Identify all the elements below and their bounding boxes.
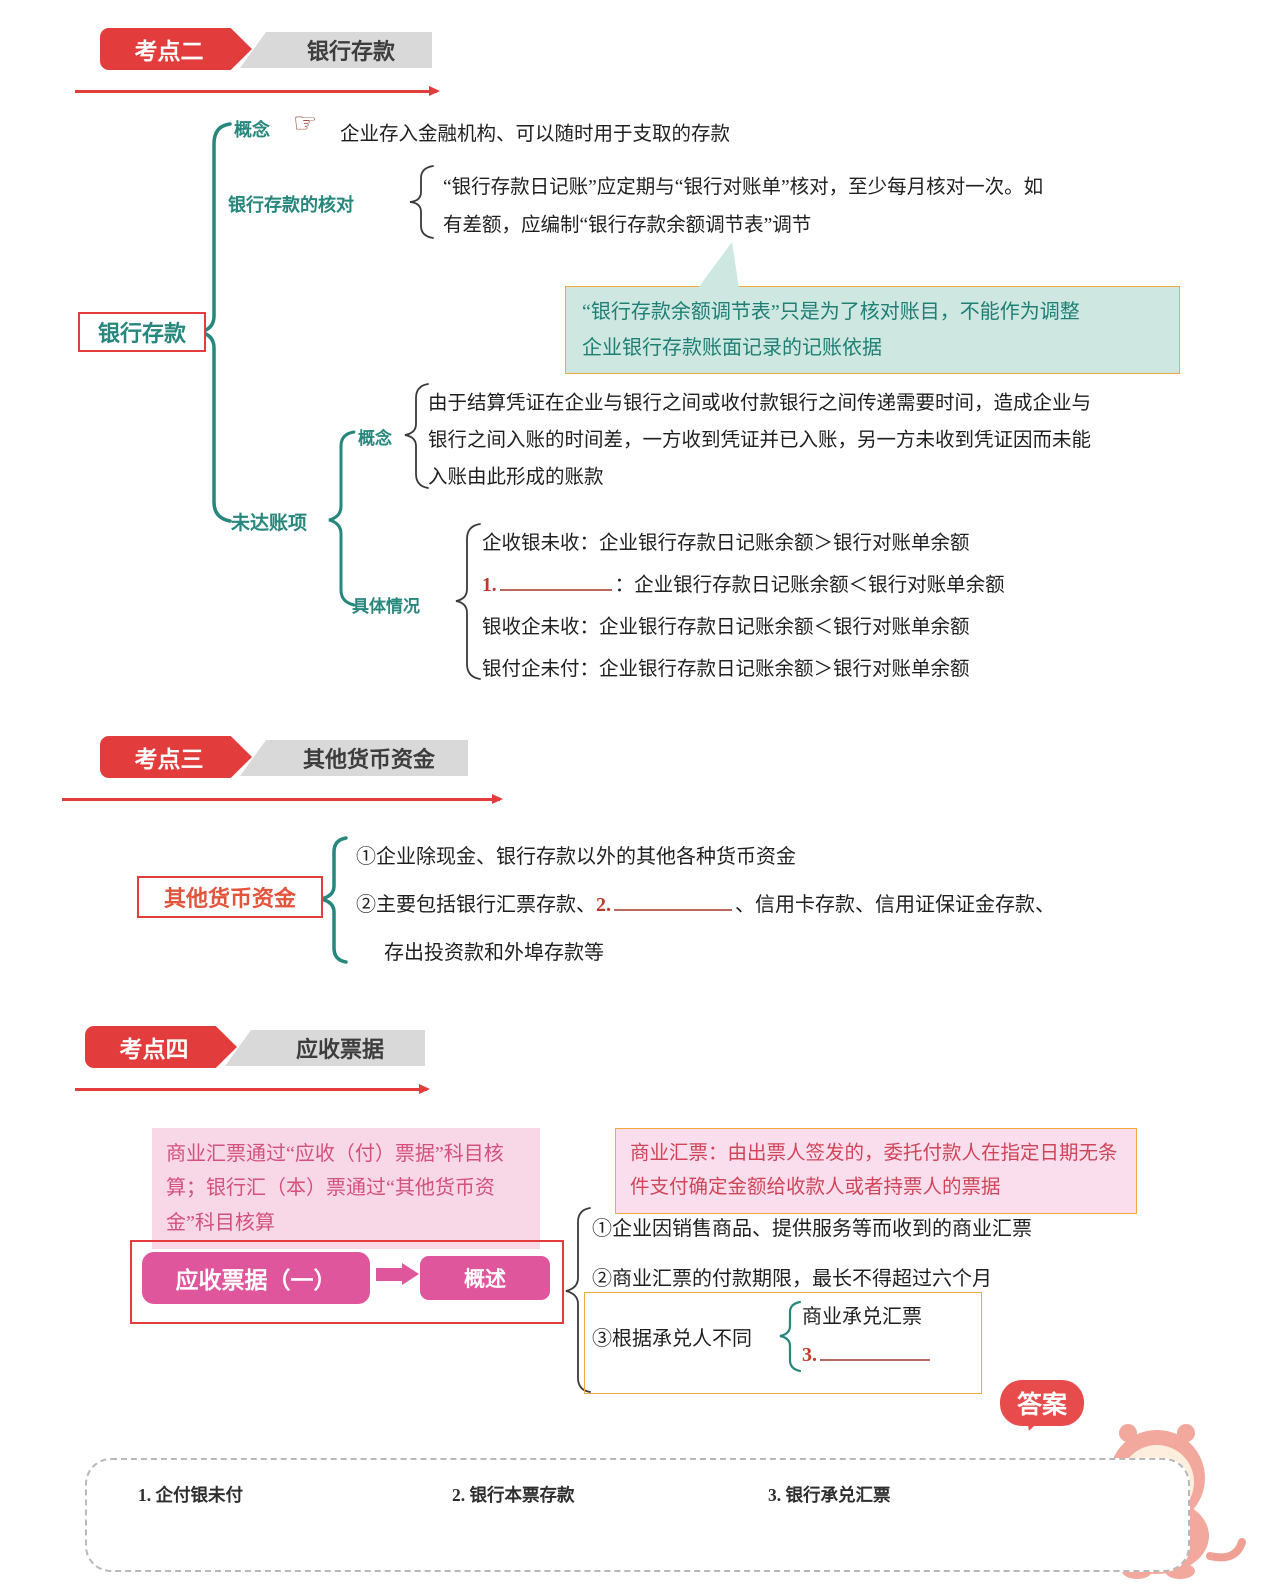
- section2-badge: 考点二: [100, 28, 252, 70]
- answer-3: 3. 银行承兑汇票: [768, 1485, 891, 1505]
- acceptor-item-1: 商业承兑汇票: [802, 1306, 922, 1328]
- case-row-1: 企收银未收：企业银行存款日记账余额＞银行对账单余额: [482, 533, 970, 554]
- accounting-subject-note: 商业汇票通过“应收（付）票据”科目核算；银行汇（本）票通过“其他货币资金”科目核…: [152, 1128, 540, 1250]
- section3-underline: [62, 794, 503, 803]
- branch-check-label: 银行存款的核对: [228, 195, 354, 215]
- nr-item-3: ③根据承兑人不同: [592, 1328, 752, 1350]
- omf-item-2-line2: 存出投资款和外埠存款等: [384, 942, 604, 964]
- omf-item-2: ②主要包括银行汇票存款、2. 、信用卡存款、信用证保证金存款、: [356, 888, 1055, 917]
- section2-title-tab: 银行存款: [240, 32, 432, 68]
- acceptor-item-2: 3.: [802, 1344, 933, 1367]
- blank-number-1: 1.: [482, 575, 497, 596]
- branch-outstanding-label: 未达账项: [231, 513, 308, 534]
- acceptor-group-box: [584, 1292, 982, 1394]
- section2-header: 银行存款 考点二: [100, 28, 435, 70]
- answers-box: [85, 1458, 1190, 1572]
- omf-item2-pre: ②主要包括银行汇票存款、: [356, 894, 596, 916]
- node-overview: 概述: [420, 1256, 550, 1300]
- answer-2: 2. 银行本票存款: [452, 1485, 575, 1505]
- section3-header: 其他货币资金 考点三: [100, 736, 470, 778]
- branch-concept-label: 概念: [234, 120, 270, 140]
- node-notes-receivable: 应收票据（一）: [142, 1252, 370, 1304]
- section3-badge: 考点三: [100, 736, 252, 778]
- note-line2: 企业银行存款账面记录的记账依据: [582, 337, 882, 359]
- outstanding-concept-label: 概念: [358, 429, 392, 448]
- concept-text: 企业存入金融机构、可以随时用于支取的存款: [340, 124, 731, 145]
- omf-item2-post: 、信用卡存款、信用证保证金存款、: [735, 894, 1055, 916]
- fill-blank-3: [820, 1345, 930, 1361]
- section4-header: 应收票据 考点四: [85, 1026, 430, 1068]
- section4-underline: [75, 1084, 430, 1093]
- case-row-3: 银收企未收：企业银行存款日记账余额＜银行对账单余额: [482, 617, 970, 638]
- nr-item-2: ②商业汇票的付款期限，最长不得超过六个月: [592, 1268, 992, 1290]
- section2-title: 银行存款: [306, 39, 395, 64]
- section4-title-tab: 应收票据: [225, 1030, 425, 1066]
- fill-blank-1: [499, 575, 612, 591]
- case-row-2-text: ：企业银行存款日记账余额＜银行对账单余额: [614, 575, 1005, 596]
- nr-item-1: ①企业因销售商品、提供服务等而收到的商业汇票: [592, 1218, 1032, 1240]
- note-tail: [698, 242, 739, 288]
- check-line1: “银行存款日记账”应定期与“银行对账单”核对，至少每月核对一次。如: [443, 177, 1044, 198]
- notes-receivable-outline: [130, 1240, 564, 1324]
- omf-item-1: ①企业除现金、银行存款以外的其他各种货币资金: [356, 846, 796, 868]
- blank-number-2: 2.: [596, 894, 611, 916]
- pointing-hand-icon: ☞: [293, 108, 318, 139]
- outstanding-concept-line3: 入账由此形成的账款: [428, 467, 604, 488]
- cases-label: 具体情况: [352, 597, 420, 616]
- section3-title: 其他货币资金: [302, 747, 435, 772]
- section3-title-tab: 其他货币资金: [240, 740, 468, 776]
- reconciliation-note-box: “银行存款余额调节表”只是为了核对账目，不能作为调整 企业银行存款账面记录的记账…: [565, 286, 1180, 374]
- arrow-right-icon: [376, 1263, 419, 1285]
- check-line2: 有差额，应编制“银行存款余额调节表”调节: [443, 215, 812, 236]
- case-row-2: 1. ：企业银行存款日记账余额＜银行对账单余额: [482, 568, 1005, 597]
- commercial-draft-definition-note: 商业汇票：由出票人签发的，委托付款人在指定日期无条件支付确定金额给收款人或者持票…: [615, 1128, 1137, 1215]
- outstanding-concept-line2: 银行之间入账的时间差，一方收到凭证并已入账，另一方未收到凭证因而未能: [428, 430, 1092, 451]
- fill-blank-2: [614, 895, 732, 911]
- section2-underline: [75, 86, 440, 95]
- node-other-monetary-funds: 其他货币资金: [137, 876, 323, 918]
- section4-badge: 考点四: [85, 1026, 237, 1068]
- case-row-4: 银付企未付：企业银行存款日记账余额＞银行对账单余额: [482, 659, 970, 680]
- note-line1: “银行存款余额调节表”只是为了核对账目，不能作为调整: [582, 301, 1080, 323]
- outstanding-concept-line1: 由于结算凭证在企业与银行之间或收付款银行之间传递需要时间，造成企业与: [428, 393, 1092, 414]
- answer-1: 1. 企付银未付: [138, 1485, 243, 1505]
- section4-title: 应收票据: [295, 1037, 384, 1062]
- answer-bubble: 答案: [1000, 1380, 1085, 1426]
- blank-number-3: 3.: [802, 1344, 817, 1366]
- node-bank-deposit: 银行存款: [78, 312, 206, 352]
